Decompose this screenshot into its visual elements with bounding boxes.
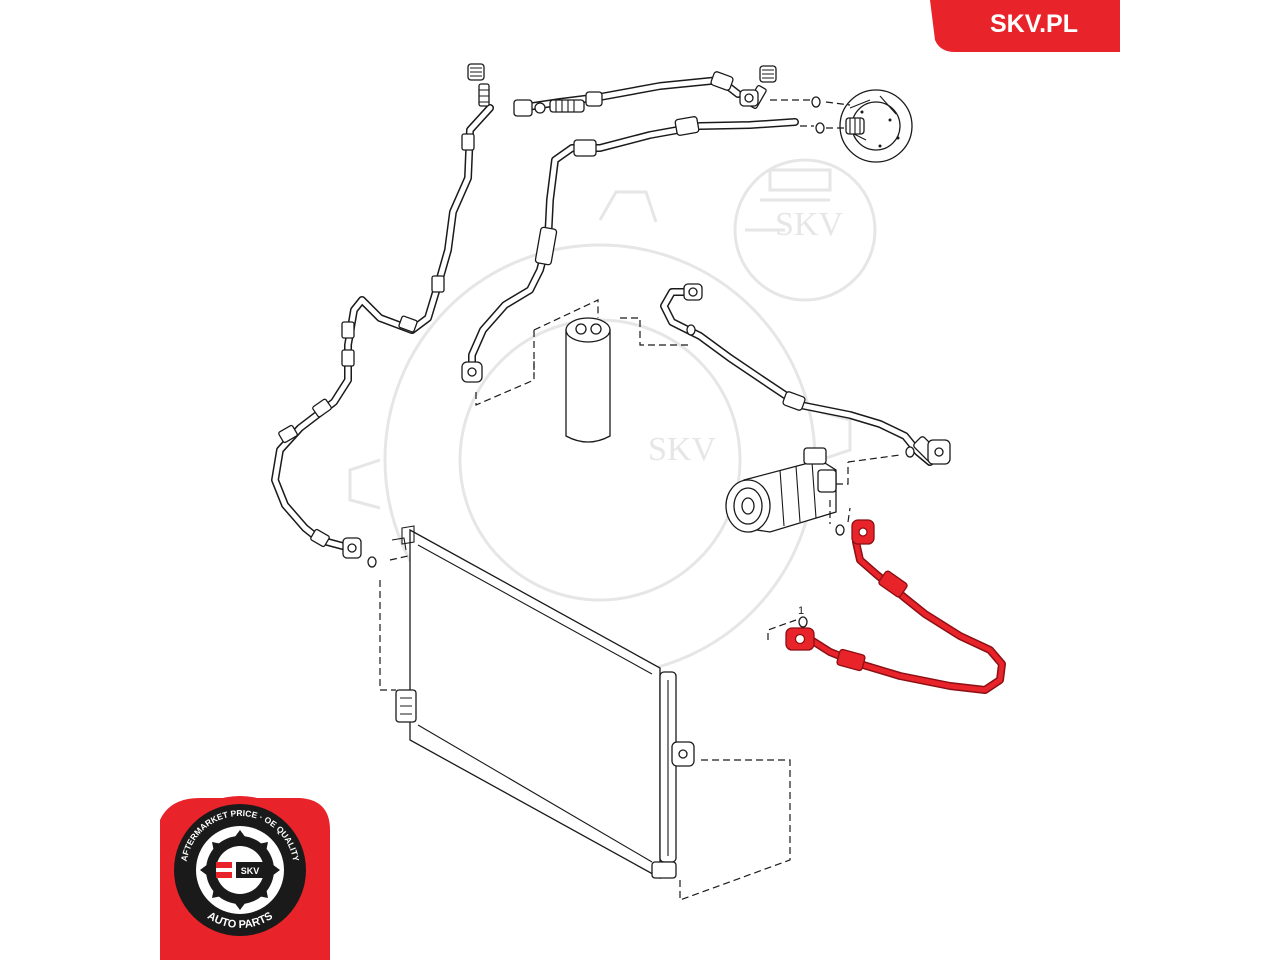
- condenser: [367, 525, 791, 901]
- ac-compressor: [725, 447, 849, 536]
- brand-tab: [930, 0, 1120, 52]
- liquid-line-right: [660, 283, 951, 466]
- badge-center-text: SKV: [241, 866, 260, 876]
- site-label: SKV.PL: [990, 10, 1078, 38]
- skv-quality-badge: [160, 796, 330, 960]
- suction-line-upper: [461, 116, 799, 383]
- skv-gear-logo-icon: [200, 830, 280, 910]
- expansion-valve: [770, 89, 913, 163]
- callout-number: 1: [798, 605, 804, 617]
- suction-line-left: [271, 104, 494, 559]
- highlighted-ac-hose: [767, 507, 1006, 694]
- discharge-line-upper: [513, 71, 759, 117]
- watermark-text-center: SKV: [648, 431, 716, 468]
- watermark-text-top: SKV: [775, 206, 843, 243]
- receiver-drier: [475, 299, 690, 443]
